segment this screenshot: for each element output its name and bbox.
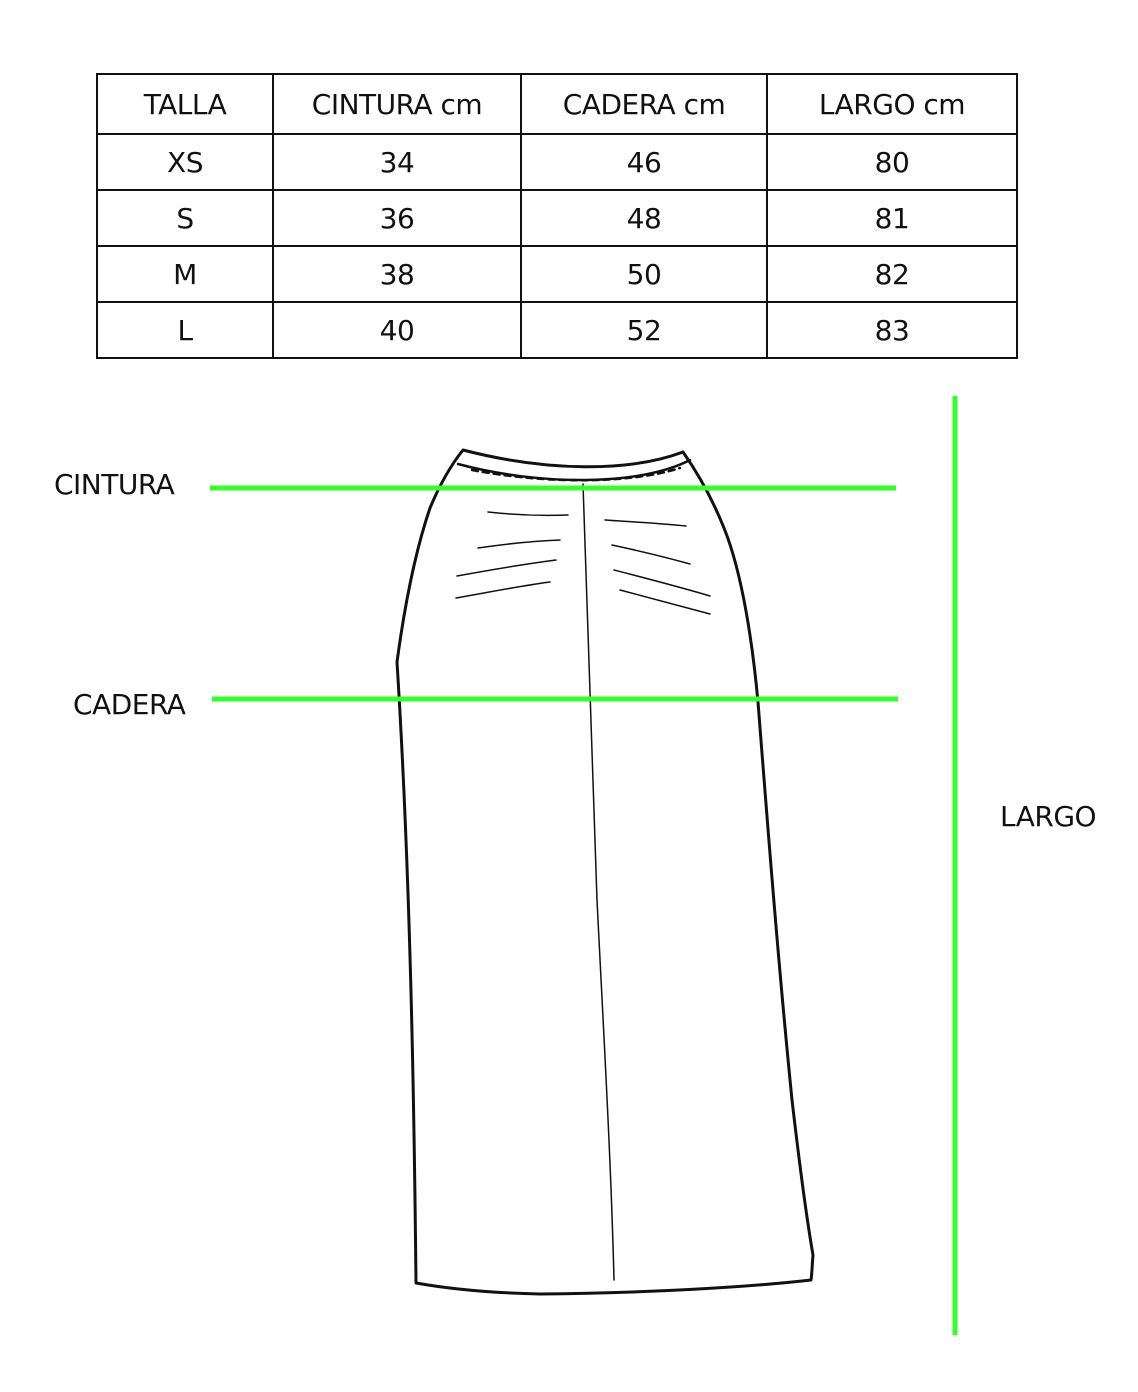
- skirt-illustration: [395, 448, 815, 1296]
- header-waist: CINTURA cm: [272, 73, 522, 135]
- waistband-stitching: [470, 466, 682, 482]
- cell-waist: 40: [272, 301, 522, 359]
- cell-waist: 36: [272, 189, 522, 247]
- size-table: TALLA CINTURA cm CADERA cm LARGO cm XS 3…: [96, 73, 1018, 359]
- cell-length: 80: [766, 133, 1018, 191]
- cell-hip: 52: [520, 301, 768, 359]
- skirt-outline: [395, 448, 815, 1296]
- cell-hip: 48: [520, 189, 768, 247]
- cell-waist: 34: [272, 133, 522, 191]
- table-row: L 40 52 83: [96, 301, 1018, 359]
- cell-length: 81: [766, 189, 1018, 247]
- header-length: LARGO cm: [766, 73, 1018, 135]
- cell-waist: 38: [272, 245, 522, 303]
- right-pleats: [604, 519, 711, 615]
- table-row: S 36 48 81: [96, 189, 1018, 247]
- table-row: XS 34 46 80: [96, 133, 1018, 191]
- center-seam: [582, 483, 615, 1281]
- table-row: M 38 50 82: [96, 245, 1018, 303]
- waist-label: CINTURA: [54, 468, 175, 501]
- waistband-edge: [456, 458, 692, 482]
- header-size: TALLA: [96, 73, 274, 135]
- cell-size: L: [96, 301, 274, 359]
- size-table-header-row: TALLA CINTURA cm CADERA cm LARGO cm: [96, 73, 1018, 135]
- cell-size: S: [96, 189, 274, 247]
- cell-hip: 50: [520, 245, 768, 303]
- cell-size: M: [96, 245, 274, 303]
- cell-length: 83: [766, 301, 1018, 359]
- left-pleats: [455, 511, 569, 599]
- cell-size: XS: [96, 133, 274, 191]
- header-hip: CADERA cm: [520, 73, 768, 135]
- cell-length: 82: [766, 245, 1018, 303]
- length-label: LARGO: [1000, 800, 1097, 833]
- hip-label: CADERA: [73, 688, 186, 721]
- cell-hip: 46: [520, 133, 768, 191]
